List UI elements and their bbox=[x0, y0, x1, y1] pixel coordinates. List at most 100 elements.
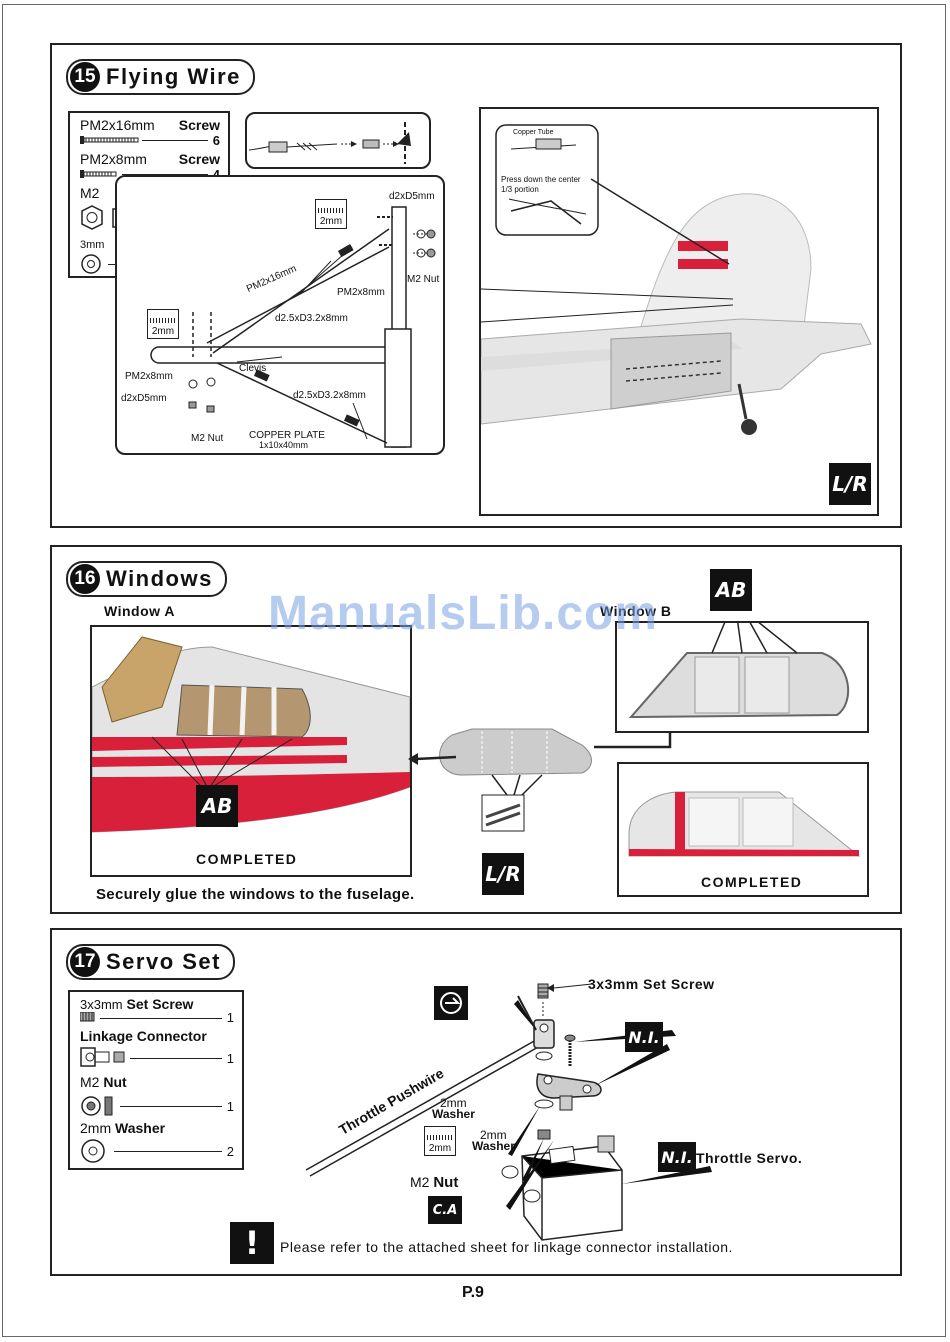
window-a-photo: AB COMPLETED bbox=[90, 625, 412, 877]
part-label: PM2x8mm bbox=[125, 371, 173, 382]
flying-wire-illustration bbox=[150, 206, 436, 448]
part-label: 1x10x40mm bbox=[259, 440, 309, 450]
step-number: 15 bbox=[70, 62, 100, 92]
fuselage-illustration bbox=[92, 636, 410, 833]
step-15-section: 15 Flying Wire PM2x16mm Screw 6 PM2x8mm … bbox=[50, 43, 902, 528]
tail-photo-panel: Copper Tube Press down the center 1/3 po… bbox=[479, 107, 879, 516]
part-name: M2 bbox=[80, 185, 100, 201]
part-label: Washer bbox=[472, 1139, 515, 1153]
window-a-label: Window A bbox=[104, 603, 176, 619]
parts-list: 3x3mm Set Screw 1 Linkage Connector 1 M2… bbox=[68, 990, 244, 1170]
part-name: 3x3mm Set Screw bbox=[80, 996, 194, 1012]
part-qty: 1 bbox=[226, 1051, 234, 1066]
parts-row: Linkage Connector 1 bbox=[80, 1028, 234, 1068]
glue-badge: C.A bbox=[428, 1196, 462, 1224]
step-number: 16 bbox=[70, 564, 100, 594]
part-label: Clevis bbox=[239, 363, 267, 374]
part-name: PM2x16mm bbox=[80, 117, 155, 133]
wire-end-detail bbox=[245, 112, 431, 169]
part-qty: 1 bbox=[226, 1099, 234, 1114]
parts-row: PM2x16mm Screw 6 bbox=[80, 117, 220, 151]
part-label: 2mm bbox=[480, 1128, 507, 1142]
step-title: Windows bbox=[106, 566, 213, 591]
ab-badge: AB bbox=[710, 569, 752, 611]
parts-row: M2 Nut 1 bbox=[80, 1074, 234, 1118]
window-b-completed-illustration bbox=[628, 791, 861, 857]
not-included-badge: N.I. bbox=[625, 1022, 663, 1052]
flying-wire-diagram: 2mm 2mm d2xD5mm M2 Nut PM2x8mm PM2x16mm … bbox=[115, 175, 445, 455]
part-label: d2.5xD3.2x8mm bbox=[293, 390, 366, 401]
thickness-label: 2mm bbox=[428, 1143, 452, 1154]
part-label: M2 Nut bbox=[191, 433, 224, 444]
window-sheet-illustration bbox=[432, 728, 592, 832]
step-15-header: 15 Flying Wire bbox=[66, 59, 255, 95]
part-qty: 1 bbox=[226, 1010, 234, 1025]
step-17-section: 17 Servo Set 3x3mm Set Screw 1 Linkage C… bbox=[50, 928, 902, 1276]
step-number: 17 bbox=[70, 947, 100, 977]
thickness-label: 2mm bbox=[151, 326, 175, 337]
part-label: Washer bbox=[432, 1107, 475, 1121]
part-label: Copper Tube bbox=[513, 129, 554, 136]
page-frame bbox=[2, 4, 946, 1337]
step-17-header: 17 Servo Set bbox=[66, 944, 235, 980]
completed-label: COMPLETED bbox=[196, 851, 298, 867]
part-label: M2 Nut bbox=[407, 274, 440, 285]
washer-icon bbox=[81, 1139, 105, 1163]
thickness-icon: 2mm bbox=[315, 199, 347, 229]
step-title: Servo Set bbox=[106, 949, 221, 974]
instruction-text: Press down the center bbox=[501, 175, 581, 184]
part-qty: 4 bbox=[213, 167, 220, 182]
parts-row: 2mm Washer 2 bbox=[80, 1120, 234, 1164]
part-type: Screw bbox=[178, 117, 220, 133]
part-type: Linkage Connector bbox=[80, 1028, 207, 1044]
set-screw-icon bbox=[80, 1012, 95, 1022]
step-16-header: 16 Windows bbox=[66, 561, 227, 597]
part-label: d2.5xD3.2x8mm bbox=[275, 313, 348, 324]
window-b-illustration bbox=[628, 623, 850, 719]
washer-icon bbox=[81, 254, 101, 274]
part-name: M2 Nut bbox=[80, 1074, 127, 1090]
window-b-completed-photo: COMPLETED bbox=[617, 762, 869, 897]
screw-icon bbox=[80, 170, 117, 178]
page-number: P.9 bbox=[462, 1284, 484, 1301]
window-b-label: Window B bbox=[600, 603, 672, 619]
arrow-icon bbox=[408, 753, 457, 765]
left-right-badge: L/R bbox=[482, 853, 524, 895]
part-type: Screw bbox=[178, 151, 220, 167]
part-label: d2xD5mm bbox=[389, 191, 435, 202]
part-label: COPPER PLATE bbox=[249, 430, 325, 441]
not-included-badge: N.I. bbox=[658, 1142, 696, 1172]
part-qty: 6 bbox=[212, 133, 220, 148]
tail-photo-illustration bbox=[481, 124, 872, 435]
thickness-icon: 2mm bbox=[147, 309, 179, 339]
completed-label: COMPLETED bbox=[701, 874, 803, 890]
linkage-connector-icon bbox=[80, 1047, 125, 1067]
part-name: 2mm Washer bbox=[80, 1120, 166, 1136]
step-title: Flying Wire bbox=[106, 64, 241, 89]
part-qty: 2 bbox=[226, 1144, 234, 1159]
left-right-badge: L/R bbox=[829, 463, 871, 505]
part-label: d2xD5mm bbox=[121, 393, 167, 404]
part-label: M2 Nut bbox=[410, 1174, 459, 1191]
thickness-icon: 2mm bbox=[424, 1126, 456, 1156]
part-label: 3x3mm Set Screw bbox=[588, 976, 715, 992]
instruction-text: 1/3 portion bbox=[501, 185, 539, 194]
part-label: PM2x8mm bbox=[337, 287, 385, 298]
part-label: Throttle Servo. bbox=[696, 1150, 803, 1166]
ab-badge: AB bbox=[196, 785, 238, 827]
step-16-section: 16 Windows Window A Window B AB COMPLETE… bbox=[50, 545, 902, 914]
screw-icon bbox=[80, 136, 139, 144]
hex-key-icon bbox=[434, 986, 468, 1020]
nut-icon bbox=[81, 1096, 113, 1116]
parts-row: 3x3mm Set Screw 1 bbox=[80, 996, 234, 1026]
instruction-text: Securely glue the windows to the fuselag… bbox=[96, 886, 415, 903]
warning-icon: ! bbox=[230, 1222, 274, 1264]
part-label: 2mm bbox=[440, 1096, 467, 1110]
parts-row: PM2x8mm Screw 4 bbox=[80, 151, 220, 185]
part-name: 3mm bbox=[80, 239, 105, 251]
part-name: PM2x8mm bbox=[80, 151, 147, 167]
window-b-panel bbox=[615, 621, 869, 733]
thickness-label: 2mm bbox=[319, 216, 343, 227]
instruction-text: Please refer to the attached sheet for l… bbox=[280, 1239, 733, 1255]
wire-end-illustration bbox=[248, 122, 411, 164]
